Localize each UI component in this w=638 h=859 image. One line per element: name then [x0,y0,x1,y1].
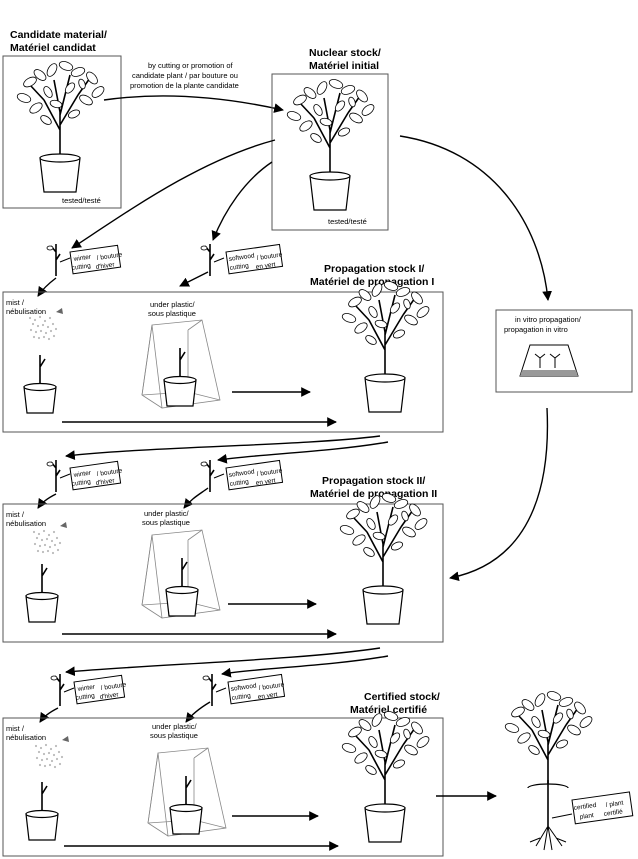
certified-mist-label-2: nébulisation [6,733,46,742]
certified-plant [340,709,432,843]
prop2-mist-pot [25,563,59,623]
softwood2-down-arrow [183,487,209,509]
nuclear-to-invitro-arrow [399,135,552,301]
prop2-mist-label-1: mist / [6,510,25,519]
svg-text:cutting: cutting [229,262,249,272]
prop1-plastic-label-1: under plastic/ [150,300,196,309]
svg-text:softwood: softwood [228,252,255,263]
prop2-to-winter3-arrow [65,647,381,677]
certified-plant-tag: certified plant / plant certifié [551,791,634,825]
svg-text:certifié: certifié [603,808,623,818]
arrow-note-line3: promotion de la plante candidate [130,81,239,90]
svg-text:softwood: softwood [228,468,255,479]
prop2-box [2,503,444,643]
svg-text:en vert: en vert [255,477,276,487]
nuclear-plant [285,77,377,211]
svg-text:/ bouture: / bouture [96,251,123,262]
svg-text:cutting: cutting [71,478,91,488]
nuclear-to-softwood1-arrow [211,161,273,241]
certified-plastic-label-1: under plastic/ [152,722,198,731]
arrow-note-line2: candidate plant / par bouture ou [132,71,238,80]
prop2-title-en: Propagation stock II/ [322,475,425,487]
winter1-down-arrow [37,277,57,297]
svg-text:winter: winter [72,470,92,480]
svg-text:/ bouture: / bouture [100,681,127,692]
arrow-note-line1: by cutting or promotion of [148,61,234,70]
softwood-cutting-tag-2: softwood cutting / bouture en vert [200,459,284,493]
candidate-to-nuclear-arrow [103,95,284,113]
certified-plastic-pot [169,775,203,835]
svg-text:plant: plant [579,812,594,821]
prop1-mist-pot [23,354,57,414]
prop1-box [2,291,444,433]
softwood-cutting-tag-3: softwood cutting / bouture en vert [202,673,286,707]
certified-mist-pot [25,781,59,841]
certified-title-en: Certified stock/ [364,691,440,703]
svg-text:winter: winter [72,254,92,264]
nuclear-tested-label: tested/testé [328,217,367,226]
prop2-title-fr: Matériel de propagation II [310,488,437,500]
svg-text:cutting: cutting [75,692,95,702]
certified-plastic-label-2: sous plastique [150,731,198,740]
svg-text:d'hiver: d'hiver [95,477,116,487]
svg-text:/ bouture: / bouture [96,467,123,478]
nuclear-title-en: Nuclear stock/ [309,47,381,59]
svg-text:/ bouture: / bouture [256,467,283,478]
prop2-plastic-label-2: sous plastique [142,518,190,527]
svg-text:winter: winter [76,684,96,694]
prop1-plastic-label-2: sous plastique [148,309,196,318]
svg-text:d'hiver: d'hiver [99,691,120,701]
prop2-plant [338,491,430,625]
invitro-box [495,309,633,393]
softwood-cutting-tag-1: softwood cutting / bouture en vert [200,243,284,277]
svg-text:en vert: en vert [255,261,276,271]
invitro-to-prop2-arrow [449,407,549,582]
invitro-vessel [519,344,579,377]
candidate-title-en: Candidate material/ [10,29,107,41]
prop1-title-fr: Matériel de propagation I [310,276,434,288]
winter-cutting-tag-3: winter cutting / bouture d'hiver [50,673,127,707]
prop1-plastic-pot [163,347,197,407]
nuclear-box [271,73,389,231]
winter2-down-arrow [37,493,57,509]
prop1-to-winter2-arrow [65,435,381,460]
softwood3-down-arrow [185,701,211,723]
certified-title-fr: Matériel certifié [350,704,427,716]
svg-text:/ bouture: / bouture [258,681,285,692]
svg-text:d'hiver: d'hiver [95,261,116,271]
prop2-mist-label-2: nébulisation [6,519,46,528]
prop1-mist-label-1: mist / [6,298,25,307]
prop1-title-en: Propagation stock I/ [324,263,424,275]
invitro-label-1: in vitro propagation/ [515,315,582,324]
softwood1-down-arrow [179,271,209,287]
svg-text:softwood: softwood [230,682,257,693]
winter-cutting-tag-1: winter cutting / bouture d'hiver [46,243,123,277]
svg-text:cutting: cutting [229,478,249,488]
svg-text:certified: certified [573,802,597,812]
prop1-to-softwood2-arrow [217,441,389,464]
winter-cutting-tag-2: winter cutting / bouture d'hiver [46,459,123,493]
candidate-title-fr: Matériel candidat [10,42,96,54]
prop2-plastic-pot [165,557,199,617]
candidate-plant [15,59,107,193]
winter3-down-arrow [39,707,59,723]
invitro-label-2: propagation in vitro [504,325,568,334]
svg-text:en vert: en vert [257,691,278,701]
prop2-to-softwood3-arrow [221,655,389,678]
svg-text:cutting: cutting [231,692,251,702]
prop1-plant [340,279,432,413]
svg-text:/ bouture: / bouture [256,251,283,262]
prop2-plastic-label-1: under plastic/ [144,509,190,518]
certified-box [2,717,444,857]
nuclear-title-fr: Matériel initial [309,60,379,72]
prop1-mist-label-2: nébulisation [6,307,46,316]
certified-bare-root-plant [503,689,595,851]
svg-text:/ plant: / plant [605,800,624,809]
candidate-tested-label: tested/testé [62,196,101,205]
svg-text:cutting: cutting [71,262,91,272]
certified-mist-label-1: mist / [6,724,25,733]
candidate-box [2,55,122,209]
nuclear-to-winter1-arrow [71,139,276,249]
